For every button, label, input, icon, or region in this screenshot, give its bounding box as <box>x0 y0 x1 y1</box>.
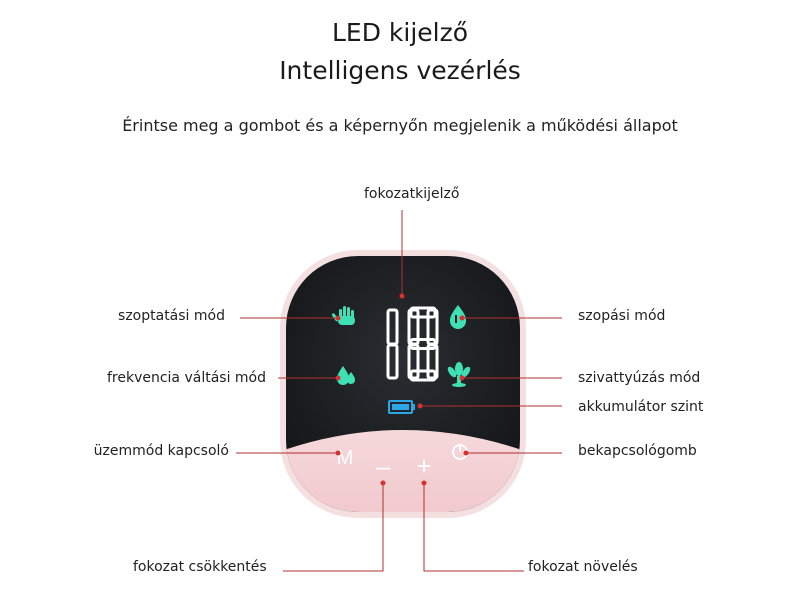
label-pumping-mode: szivattyúzás mód <box>578 370 701 386</box>
label-nursing-mode: szoptatási mód <box>118 308 225 324</box>
led-segment <box>409 338 437 350</box>
button-panel <box>286 430 520 512</box>
minus-button[interactable]: – <box>376 451 391 481</box>
label-frequency-mode: frekvencia váltási mód <box>106 370 266 386</box>
led-segment <box>409 306 437 319</box>
leader-dots <box>335 293 469 486</box>
double-drop-icon <box>337 366 355 385</box>
title-line-1: LED kijelző <box>331 18 469 47</box>
led-segment <box>409 369 437 382</box>
label-battery-level: akkumulátor szint <box>578 399 704 415</box>
led-digit-display <box>386 306 439 382</box>
leader-lines <box>236 210 562 572</box>
label-level-display: fokozatkijelző <box>364 186 460 202</box>
label-level-increase: fokozat növelés <box>528 559 638 575</box>
mode-button[interactable]: M <box>337 447 354 469</box>
led-segment <box>386 343 399 380</box>
title-line-2: Intelligens vezérlés <box>279 56 521 85</box>
label-level-decrease: fokozat csökkentés <box>133 559 267 575</box>
label-power-button: bekapcsológomb <box>578 443 697 459</box>
subtitle: Érintse meg a gombot és a képernyőn megj… <box>122 116 678 135</box>
led-segment <box>407 308 420 346</box>
plus-button[interactable]: + <box>416 451 431 481</box>
label-suction-mode: szopási mód <box>578 308 666 324</box>
drop-icon <box>450 305 466 329</box>
label-operating-mode-switch: üzemmód kapcsoló <box>93 443 229 459</box>
battery-icon <box>388 400 415 414</box>
led-segment <box>426 343 439 380</box>
lotus-icon <box>447 362 471 387</box>
